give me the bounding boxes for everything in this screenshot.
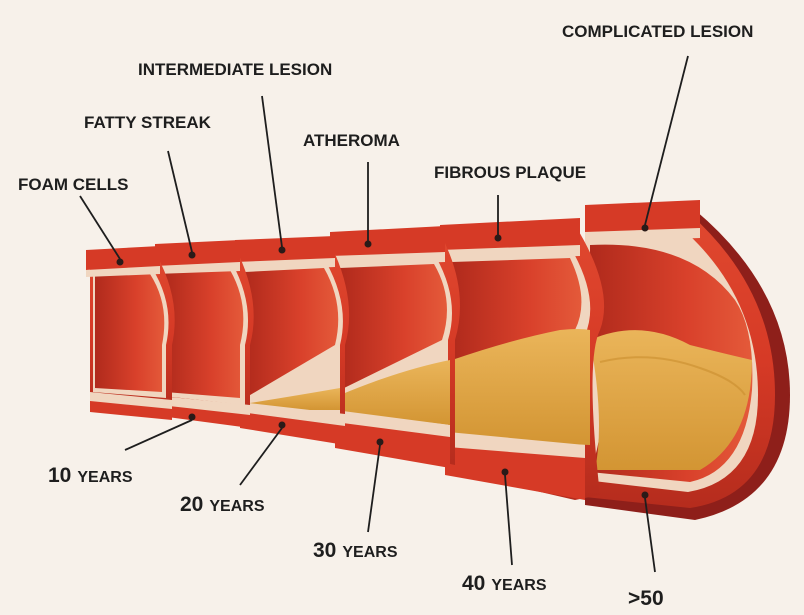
- age-number: 20: [180, 493, 203, 516]
- segment-complicated-lesion: [585, 200, 790, 520]
- segment-atheroma: [330, 226, 460, 468]
- age-number: >50: [628, 587, 664, 610]
- age-label-30: 30 YEARS: [313, 539, 398, 562]
- age-unit: YEARS: [77, 469, 132, 486]
- label-atheroma: ATHEROMA: [303, 131, 400, 150]
- label-foam-cells: FOAM CELLS: [18, 175, 129, 194]
- age-label-10: 10 YEARS: [48, 464, 133, 487]
- age-number: 30: [313, 539, 336, 562]
- age-label-over-50: >50: [628, 587, 664, 610]
- age-label-40: 40 YEARS: [462, 572, 547, 595]
- label-intermediate-lesion: INTERMEDIATE LESION: [138, 60, 332, 79]
- label-fibrous-plaque: FIBROUS PLAQUE: [434, 163, 586, 182]
- label-complicated-lesion: COMPLICATED LESION: [562, 22, 753, 41]
- segment-foam-cells: [86, 246, 175, 420]
- age-unit: YEARS: [209, 498, 264, 515]
- age-label-20: 20 YEARS: [180, 493, 265, 516]
- age-unit: YEARS: [491, 577, 546, 594]
- label-fatty-streak: FATTY STREAK: [84, 113, 212, 132]
- segment-fibrous-plaque: [440, 218, 604, 500]
- age-unit: YEARS: [342, 544, 397, 561]
- age-number: 10: [48, 464, 71, 487]
- age-number: 40: [462, 572, 485, 595]
- segment-intermediate-lesion: [235, 236, 349, 445]
